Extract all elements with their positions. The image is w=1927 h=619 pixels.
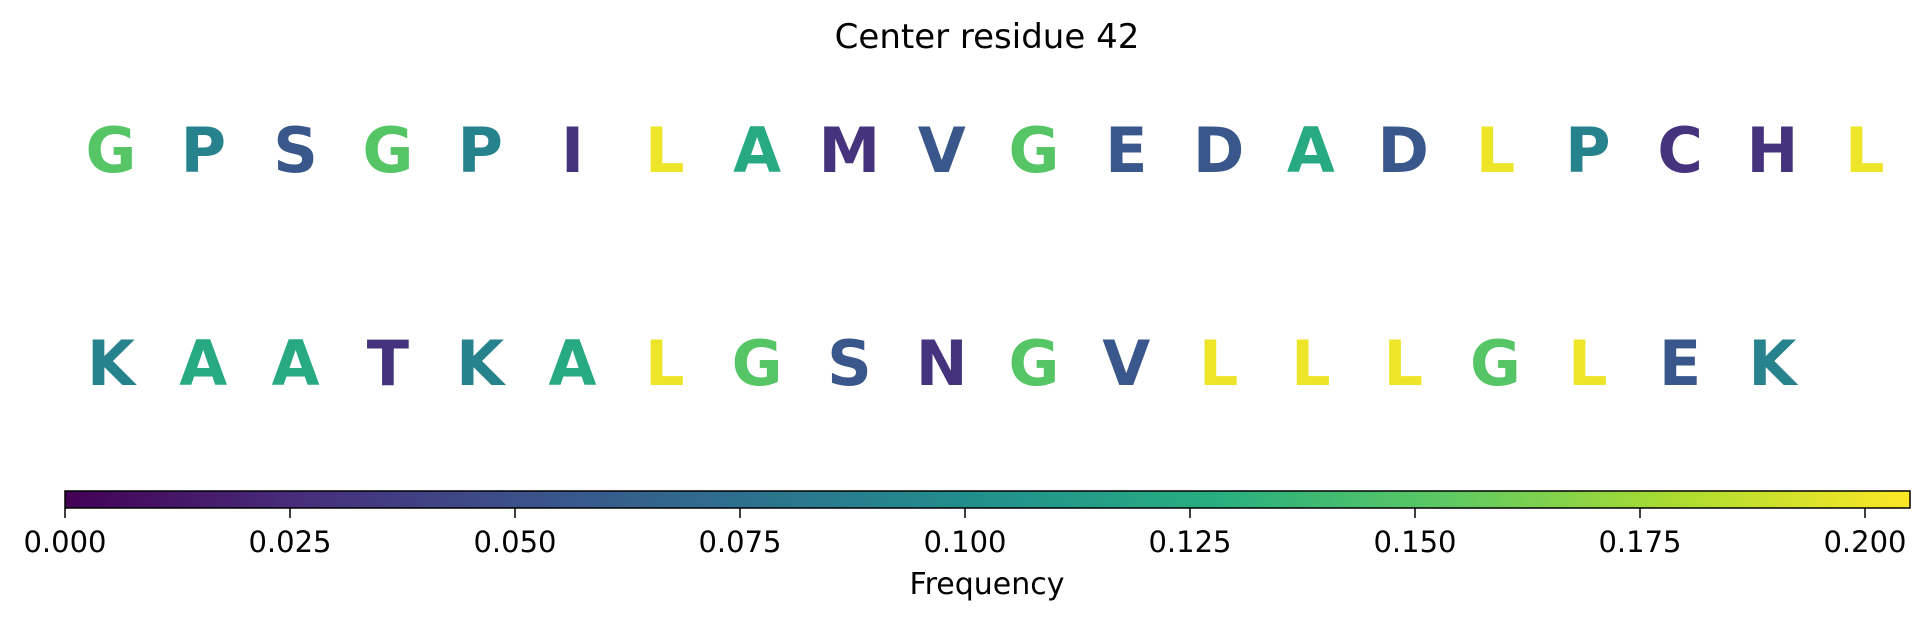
colorbar-tick-label: 0.075 — [698, 525, 781, 559]
colorbar-tick-label: 0.200 — [1823, 525, 1906, 559]
residue-letter: G — [362, 114, 413, 187]
residue-letter: C — [1657, 114, 1703, 187]
residue-letter: V — [918, 114, 966, 187]
residue-letter: M — [819, 114, 881, 187]
residue-letter: I — [561, 114, 584, 187]
residue-letter: V — [1102, 327, 1150, 400]
residue-letter: D — [1193, 114, 1244, 187]
residue-letter: K — [87, 327, 137, 400]
residue-letter: L — [1383, 327, 1423, 400]
residue-letter: H — [1746, 114, 1798, 187]
residue-letter: G — [1470, 327, 1521, 400]
residue-letter: A — [272, 327, 320, 400]
residue-letter: A — [549, 327, 597, 400]
colorbar-label: Frequency — [910, 567, 1065, 602]
residue-letter: A — [179, 327, 227, 400]
chart-title: Center residue 42 — [835, 17, 1140, 57]
colorbar: 0.000 0.025 0.050 0.075 0.100 0.125 0.150 0.175… — [23, 490, 1911, 559]
colorbar-tick-label: 0.125 — [1148, 525, 1231, 559]
residue-letter: L — [645, 327, 685, 400]
residue-letter: L — [1476, 114, 1516, 187]
residue-letter: S — [273, 114, 318, 187]
residue-letter: K — [456, 327, 506, 400]
colorbar-tick-label: 0.025 — [248, 525, 331, 559]
residue-letter: A — [1287, 114, 1335, 187]
residue-letter: S — [827, 327, 872, 400]
colorbar-tick-label: 0.100 — [923, 525, 1006, 559]
residue-letter: L — [1199, 327, 1239, 400]
colorbar-tick-label: 0.050 — [473, 525, 556, 559]
residue-letter: K — [1748, 327, 1798, 400]
residue-letter: P — [181, 114, 226, 187]
residue-letter: L — [1845, 114, 1885, 187]
colorbar-frame — [64, 490, 1911, 509]
residue-letter: P — [457, 114, 502, 187]
residue-letter: T — [367, 327, 409, 400]
residue-letter: G — [1009, 327, 1060, 400]
colorbar-ticks: 0.000 0.025 0.050 0.075 0.100 0.125 0.150 0.175… — [23, 508, 1907, 559]
colorbar-tick-label: 0.175 — [1598, 525, 1681, 559]
residue-letter: L — [1568, 327, 1608, 400]
residue-letter: E — [1105, 114, 1147, 187]
residue-letter: E — [1659, 327, 1701, 400]
residue-letter: A — [733, 114, 781, 187]
colorbar-tick-label: 0.000 — [23, 525, 106, 559]
residue-letter: P — [1565, 114, 1610, 187]
residue-letter: L — [1291, 327, 1331, 400]
colorbar-gradient — [65, 491, 1910, 508]
residue-letter: L — [645, 114, 685, 187]
residue-letter: D — [1377, 114, 1428, 187]
colorbar-tick-label: 0.150 — [1373, 525, 1456, 559]
residue-letter: G — [1009, 114, 1060, 187]
residue-letter: N — [916, 327, 968, 400]
residue-letter: G — [732, 327, 783, 400]
residue-letter: G — [86, 114, 137, 187]
